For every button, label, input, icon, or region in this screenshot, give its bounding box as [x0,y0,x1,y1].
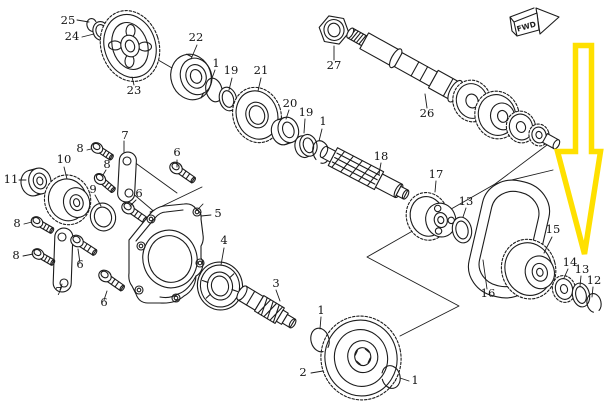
part-20-bushing [270,116,300,146]
callout-26: 26 [420,106,435,120]
part-13-washer-b [571,282,591,308]
callout-4: 4 [220,233,227,247]
fwd-direction-icon: FWD [509,7,560,37]
callout-1-a: 1 [212,56,219,70]
callout-27: 27 [327,58,342,72]
callout-19-b: 19 [299,105,314,119]
callout-16: 16 [481,286,496,300]
callout-1-b: 1 [319,114,326,128]
part-26-shaft-tip [542,133,561,150]
part-2-gear [320,315,402,401]
part-6-bolt [95,267,128,295]
part-27-nut [318,15,350,45]
callout-9: 9 [89,182,96,196]
callout-7-a: 7 [121,128,128,142]
callout-8-c: 8 [13,216,20,230]
part-13-washer [451,216,473,244]
part-6-bolt [68,232,100,259]
callout-6-d: 6 [100,295,107,309]
part-8-bolt [88,139,116,163]
callout-13-a: 13 [459,194,474,208]
callout-18: 18 [374,149,389,163]
callout-23: 23 [127,83,142,97]
part-17-gear [405,192,457,241]
callout-8-a: 8 [76,141,83,155]
callout-10: 10 [57,152,72,166]
callout-13-b: 13 [575,262,590,276]
part-10-gear [43,174,92,226]
callout-6-c: 6 [76,257,83,271]
part-7-bracket-lower [52,227,74,293]
callout-6-b: 6 [135,186,142,200]
callout-5: 5 [214,206,221,220]
callout-7-b: 7 [55,284,62,298]
part-15-gear [500,238,557,300]
callout-14: 14 [563,255,578,269]
part-23-gear [99,10,161,82]
part-6-bolt [166,159,199,187]
fwd-arrow-tail [513,12,540,37]
part-4-bearing [196,261,244,311]
callout-8-b: 8 [103,157,110,171]
callout-15: 15 [546,222,561,236]
part-19-ring [218,86,238,112]
callout-1-c: 1 [317,303,324,317]
callout-2: 2 [299,365,306,379]
callout-22: 22 [189,30,204,44]
callout-1-d: 1 [411,373,418,387]
part-1-snap-ring-c [310,327,330,353]
callout-6-a: 6 [173,145,180,159]
part-3-shaft [236,285,297,329]
callout-19-a: 19 [224,63,239,77]
part-18-spline-shaft [319,145,410,200]
part-14-gear [551,275,577,303]
part-1-snap-ring [205,77,223,103]
part-7-bracket-upper [117,151,137,203]
highlight-arrow [553,42,604,255]
callout-17: 17 [429,167,444,181]
part-callouts: 25 24 23 22 1 19 21 20 19 1 27 26 18 17 … [4,13,602,387]
part-26-gear-c [505,110,537,144]
callout-8-d: 8 [12,248,19,262]
callout-leader-lines [18,19,594,382]
callout-3: 3 [272,276,279,290]
callout-25: 25 [61,13,76,27]
part-22-hub [170,53,213,101]
callout-24: 24 [65,29,80,43]
part-1-snap-ring-d [381,365,401,389]
callout-11: 11 [4,172,19,186]
part-11-nut [20,167,52,197]
part-5-housing [128,203,205,304]
callout-12: 12 [587,273,602,287]
callout-20: 20 [283,96,298,110]
part-9-washer [89,202,117,232]
part-8-bolt [29,246,58,269]
part-21-gear [232,86,282,144]
callout-21: 21 [254,63,269,77]
part-8-bolt [28,214,57,237]
